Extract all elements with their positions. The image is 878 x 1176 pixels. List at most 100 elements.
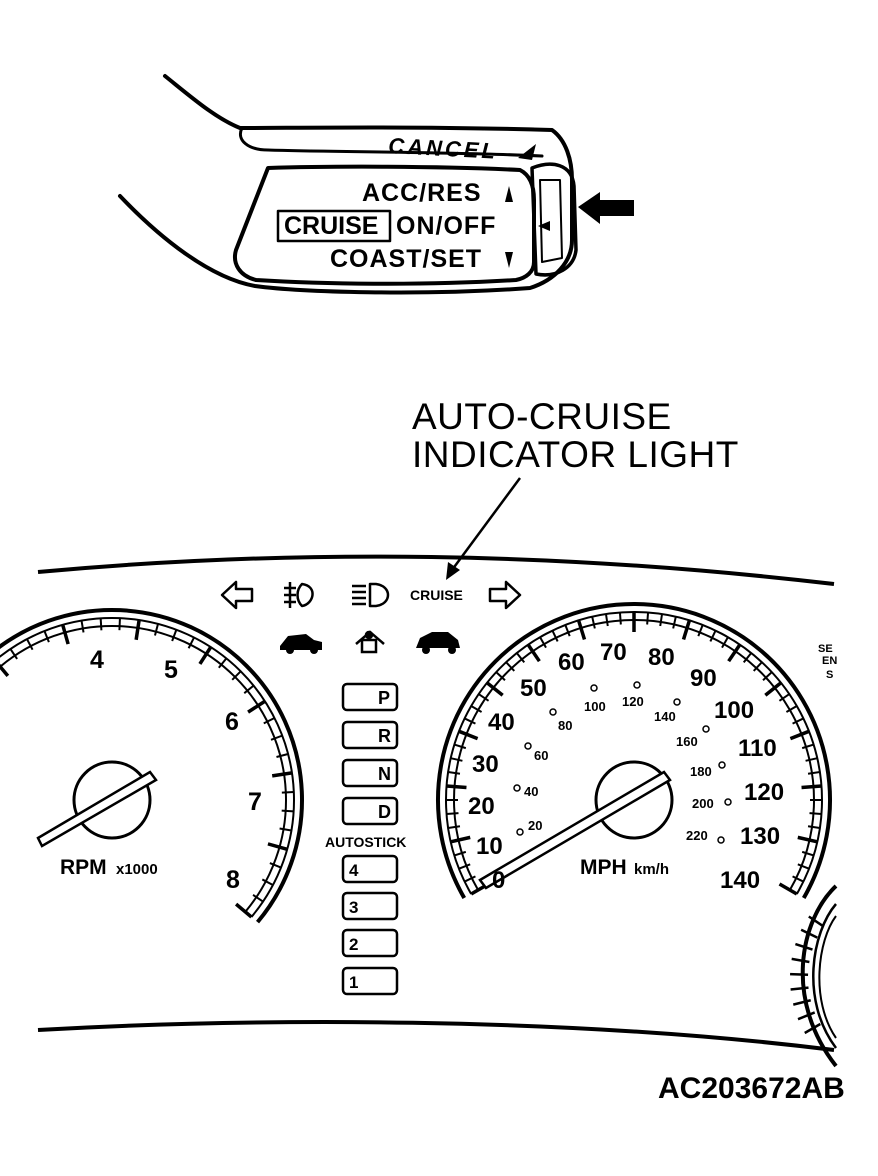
acc-res-label: ACC/RES — [362, 179, 482, 207]
switch-face-panel — [233, 164, 536, 286]
cruise-control-switch — [118, 74, 578, 295]
partial-gauge-tick — [804, 1022, 821, 1035]
mph-100: 100 — [714, 697, 754, 724]
on-off-label: ON/OFF — [396, 212, 496, 240]
speedo-minor-tick — [446, 812, 459, 816]
indicator-row — [220, 580, 522, 610]
partial-right-gauge — [790, 884, 838, 1068]
cruise-button-cap[interactable] — [530, 162, 578, 277]
speedo-major-tick — [681, 619, 692, 640]
speedo-minor-tick — [447, 825, 461, 830]
speedometer-needle — [478, 770, 672, 890]
speedo-minor-tick — [539, 636, 547, 649]
tach-minor-tick — [261, 878, 274, 886]
mph-0: 0 — [492, 867, 505, 894]
stalk-upper-bevel — [239, 126, 544, 158]
gear-4: 4 — [349, 861, 359, 880]
kmh-tick-dot — [549, 708, 557, 716]
speedo-minor-tick — [797, 863, 810, 870]
speedo-major-tick — [801, 784, 822, 790]
gear-box-d — [341, 796, 399, 826]
gear-r: R — [378, 726, 391, 746]
speedo-minor-tick — [742, 652, 752, 664]
speedo-minor-tick — [807, 825, 821, 830]
fog-light-icon — [284, 582, 314, 608]
speedo-minor-tick — [458, 863, 471, 870]
trunk-open-icon — [416, 632, 460, 654]
speedo-minor-tick — [792, 875, 804, 883]
down-arrow-icon — [505, 252, 513, 268]
mph-60: 60 — [558, 649, 585, 676]
push-arrow-icon — [578, 192, 634, 224]
speedo-minor-tick — [478, 693, 490, 702]
gear-box-4 — [341, 854, 399, 884]
tach-major-tick — [0, 663, 10, 678]
tach-minor-tick — [263, 717, 275, 725]
tach-minor-tick — [118, 618, 121, 631]
speedo-major-tick — [450, 835, 471, 844]
kmh-dots — [513, 681, 732, 844]
tach-major-tick — [247, 699, 266, 714]
speedo-minor-tick — [792, 717, 804, 725]
speedo-minor-tick — [618, 612, 622, 625]
speedo-minor-tick — [551, 630, 559, 642]
tach-minor-tick — [231, 670, 242, 681]
speedo-minor-tick — [809, 812, 822, 816]
kmh-20: 20 — [528, 818, 542, 833]
speedo-major-tick — [764, 681, 783, 697]
kmh-160: 160 — [676, 734, 698, 749]
speedometer-hub — [594, 760, 674, 840]
speedo-minor-tick — [454, 850, 467, 857]
kmh-120: 120 — [622, 694, 644, 709]
tach-major-tick — [134, 619, 141, 641]
speedo-minor-tick — [564, 624, 571, 637]
tach-minor-tick — [26, 638, 34, 651]
kmh-tick-dot — [717, 836, 725, 844]
kmh-220: 220 — [686, 828, 708, 843]
speedo-minor-tick — [801, 743, 814, 750]
gear-n: N — [378, 764, 391, 784]
tach-minor-tick — [154, 623, 159, 636]
cruise-button-inner — [539, 179, 563, 263]
side-label-se: SE — [818, 643, 833, 655]
kmh-140: 140 — [654, 709, 676, 724]
mph-140: 140 — [720, 867, 760, 894]
mph-80: 80 — [648, 644, 675, 671]
kmh-tick-dot — [516, 828, 524, 836]
kmh-unit-label: km/h — [634, 861, 669, 878]
seatbelt-icon — [355, 630, 385, 654]
speedo-minor-tick — [672, 616, 677, 629]
partial-gauge-tick — [790, 972, 809, 977]
stalk-body-outline — [118, 74, 574, 295]
tach-minor-tick — [279, 827, 292, 832]
speedo-minor-tick — [805, 757, 818, 762]
mph-10: 10 — [476, 833, 503, 860]
speedo-minor-tick — [697, 624, 704, 637]
cancel-label: CANCEL — [388, 133, 499, 164]
tach-minor-tick — [43, 630, 50, 643]
tach-minor-tick — [281, 791, 294, 794]
speedo-minor-tick — [659, 613, 664, 627]
side-label-s: S — [826, 669, 833, 681]
speedo-minor-tick — [778, 693, 790, 702]
tach-minor-tick — [269, 862, 282, 869]
speedo-major-tick — [727, 643, 742, 663]
side-label-en: EN — [822, 655, 837, 667]
left-turn-signal-icon — [220, 580, 254, 610]
high-beam-icon — [352, 582, 390, 608]
gear-box-n — [341, 758, 399, 788]
figure-id: AC203672AB — [658, 1072, 845, 1105]
speedo-minor-tick — [454, 743, 467, 750]
tach-minor-tick — [187, 637, 195, 649]
speedo-major-tick — [576, 619, 587, 640]
callout-line-1: AUTO-CRUISE — [412, 396, 672, 437]
cluster-bottom-edge — [37, 1020, 835, 1052]
speedo-minor-tick — [464, 875, 476, 883]
mph-50: 50 — [520, 675, 547, 702]
partial-gauge-tick — [792, 999, 812, 1006]
tachometer-needle — [36, 770, 158, 848]
rpm-unit-label: x1000 — [116, 861, 158, 878]
gear-3: 3 — [349, 898, 358, 917]
up-arrow-icon — [505, 186, 513, 202]
callout-leader-line — [450, 477, 522, 571]
